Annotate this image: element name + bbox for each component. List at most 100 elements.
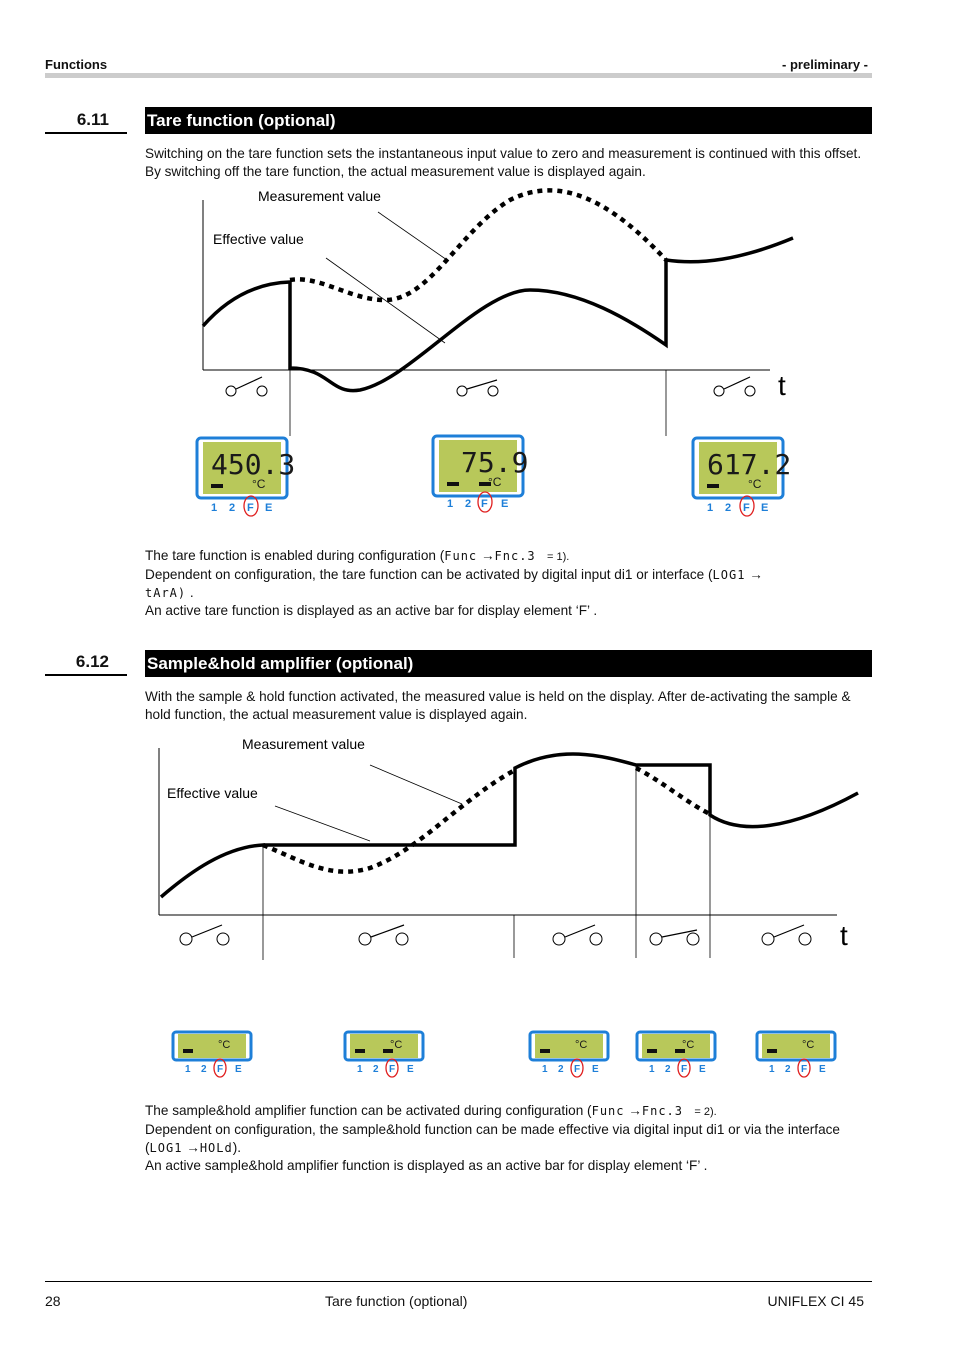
key-label: 1 [649,1064,655,1075]
lcd-display: °C 1 2 F E [635,1030,717,1078]
lcd-display: 617.2 °C 1 2 F E [691,436,791,517]
lcd-display: °C 1 2 F E [343,1030,425,1078]
code: Func [591,1104,625,1118]
effective-curve [201,236,794,393]
key-label: 1 [357,1064,363,1075]
highlight-circle [797,1058,811,1078]
key-label: E [819,1064,826,1075]
lcd-unit: °C [748,477,762,491]
code: Fnc.3 [641,1104,683,1118]
measurement-curve [634,765,713,818]
switch-closed-icon [225,376,268,397]
running-header-status: - preliminary - [782,57,868,72]
highlight-circle [677,1058,691,1078]
lcd-unit: °C [802,1039,814,1051]
lcd-unit: °C [218,1039,230,1051]
key-label: F [574,1064,580,1075]
key-label: F [389,1064,395,1075]
highlight-circle [739,495,755,517]
footer-section-title: Tare function (optional) [325,1293,468,1309]
effective-curve [159,752,859,899]
section-intro: Switching on the tare function sets the … [145,146,862,179]
switch-open-icon [649,929,700,946]
effective-value-label: Effective value [167,785,258,801]
code: Fnc.3 [494,549,536,563]
key-label: 2 [558,1064,564,1075]
key-label: F [481,498,488,510]
switch-closed-icon [761,924,812,946]
key-label: F [681,1064,687,1075]
lcd-unit: °C [252,477,266,491]
key-label: 1 [447,498,453,510]
text: The sample&hold amplifier function can b… [145,1103,592,1118]
highlight-circle [477,491,493,513]
lcd-value: 450.3 [211,448,295,481]
effective-value-label: Effective value [213,231,304,247]
section-number: 6.12 [45,650,127,676]
key-label: F [247,502,254,514]
lcd-display: °C 1 2 F E [528,1030,610,1078]
text: = 1). [547,551,570,563]
axis-t-label: t [840,920,848,951]
tare-diagram: t Measurement value Effective value 450.… [195,188,794,517]
switch-closed-icon [552,924,603,946]
page-number: 28 [45,1293,61,1309]
lcd-unit: °C [575,1039,587,1051]
highlight-circle [243,495,259,517]
lcd-unit: °C [682,1039,694,1051]
code: HOLd [199,1141,233,1155]
sample-hold-config-text: The sample&hold amplifier function can b… [145,1102,872,1175]
key-label: 1 [769,1064,775,1075]
section-title: Sample&hold amplifier (optional) [145,650,872,677]
switch-closed-icon [179,924,230,946]
text: The tare function is enabled during conf… [145,548,445,563]
lcd-display: 450.3 °C 1 2 F E [195,436,295,517]
code: tArA) [145,586,187,600]
key-label: 2 [665,1064,671,1075]
key-label: 1 [211,502,217,514]
section-intro: With the sample & hold function activate… [145,689,851,722]
running-header-section: Functions [45,57,108,72]
key-label: 2 [725,502,731,514]
text: Dependent on configuration, the tare fun… [145,567,713,582]
measurement-curve [262,768,517,874]
footer-product: UNIFLEX CI 45 [767,1293,864,1309]
lcd-unit: °C [390,1039,402,1051]
key-label: 2 [373,1064,379,1075]
section-number: 6.11 [45,108,127,134]
pointer-line [325,257,446,344]
arrow: → [749,567,763,582]
switch-open-icon [456,379,499,397]
key-label: 2 [465,498,471,510]
text: Dependent on configuration, the sample&h… [145,1122,840,1137]
key-label: 1 [542,1064,548,1075]
pointer-line [274,805,371,842]
footer-rule [45,1281,872,1282]
lcd-display: 75.9 °C 1 2 F E [431,434,528,513]
text: An active sample&hold amplifier function… [145,1158,708,1173]
text: ( [145,1140,150,1155]
measurement-curve [289,188,668,303]
highlight-circle [385,1058,399,1078]
tare-config-text: The tare function is enabled during conf… [145,547,872,620]
key-label: 1 [185,1064,191,1075]
lcd-display: °C 1 2 F E [755,1030,837,1078]
axis-t-label: t [778,370,786,401]
sample-hold-diagram: t Measurement value Effective value °C 1… [158,736,859,1078]
key-label: 2 [229,502,235,514]
measurement-value-label: Measurement value [258,188,381,204]
lcd-value: 617.2 [707,448,791,481]
pointer-line [377,211,448,261]
key-label: E [592,1064,599,1075]
code: LOG1 [149,1141,183,1155]
text: ). [232,1140,242,1155]
highlight-circle [570,1058,584,1078]
key-label: 1 [707,502,713,514]
arrow: → [186,1140,200,1155]
key-label: E [407,1064,414,1075]
lcd-value: 75.9 [461,446,528,479]
pointer-line [369,764,463,805]
key-label: F [801,1064,807,1075]
key-label: E [501,498,508,510]
key-label: F [217,1064,223,1075]
